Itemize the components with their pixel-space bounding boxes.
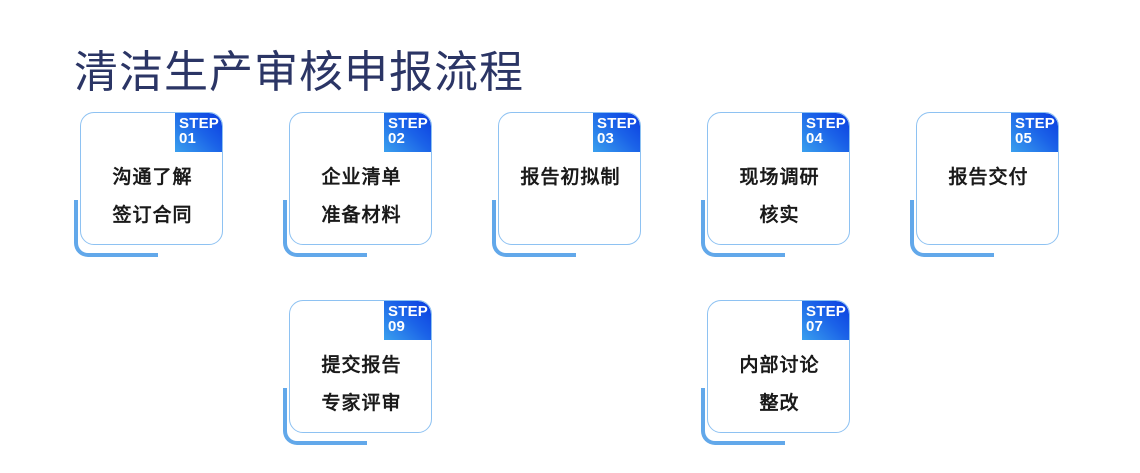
step-badge-number: 04	[806, 130, 824, 147]
card-accent-stroke	[283, 388, 367, 445]
step-badge-word: STEP	[806, 115, 846, 132]
step-card-text: 内部讨论整改	[708, 347, 849, 423]
step-card-line-1: 内部讨论	[739, 355, 820, 376]
step-card-text: 报告交付	[917, 159, 1058, 197]
step-card-text: 沟通了解签订合同	[81, 159, 222, 235]
step-badge-word: STEP	[388, 303, 428, 320]
step-card-line-1: 提交报告	[321, 355, 402, 376]
card-accent-stroke	[701, 200, 785, 257]
card-accent-stroke	[910, 200, 994, 257]
card-accent-stroke	[701, 388, 785, 445]
step-card-line-2: 准备材料	[321, 205, 402, 226]
step-card-line-1: 企业清单	[321, 167, 402, 188]
card-accent-stroke	[492, 200, 576, 257]
step-card-text: 报告初拟制	[499, 159, 640, 197]
step-badge-number: 07	[806, 318, 824, 335]
step-card-line-1: 现场调研	[739, 167, 820, 188]
step-card-text: 企业清单准备材料	[290, 159, 431, 235]
card-accent-stroke	[74, 200, 158, 257]
step-card-line-2: 整改	[759, 393, 800, 414]
step-card-line-2: 专家评审	[321, 393, 402, 414]
page-title: 清洁生产审核申报流程	[74, 48, 524, 98]
step-badge-number: 02	[388, 130, 406, 147]
step-card-line-1: 报告初拟制	[520, 167, 621, 188]
step-card-text: 现场调研核实	[708, 159, 849, 235]
step-badge-word: STEP	[179, 115, 219, 132]
step-badge-word: STEP	[388, 115, 428, 132]
step-card-line-2: 核实	[759, 205, 800, 226]
step-badge-number: 09	[388, 318, 406, 335]
step-card-line-2: 签订合同	[112, 205, 193, 226]
step-card-line-1: 报告交付	[948, 167, 1029, 188]
step-badge-word: STEP	[1015, 115, 1055, 132]
card-accent-stroke	[283, 200, 367, 257]
step-badge-number: 05	[1015, 130, 1033, 147]
step-card-text: 提交报告专家评审	[290, 347, 431, 423]
step-card-line-1: 沟通了解	[112, 167, 193, 188]
step-badge-number: 03	[597, 130, 615, 147]
step-badge-word: STEP	[806, 303, 846, 320]
step-badge-word: STEP	[597, 115, 637, 132]
step-badge-number: 01	[179, 130, 197, 147]
